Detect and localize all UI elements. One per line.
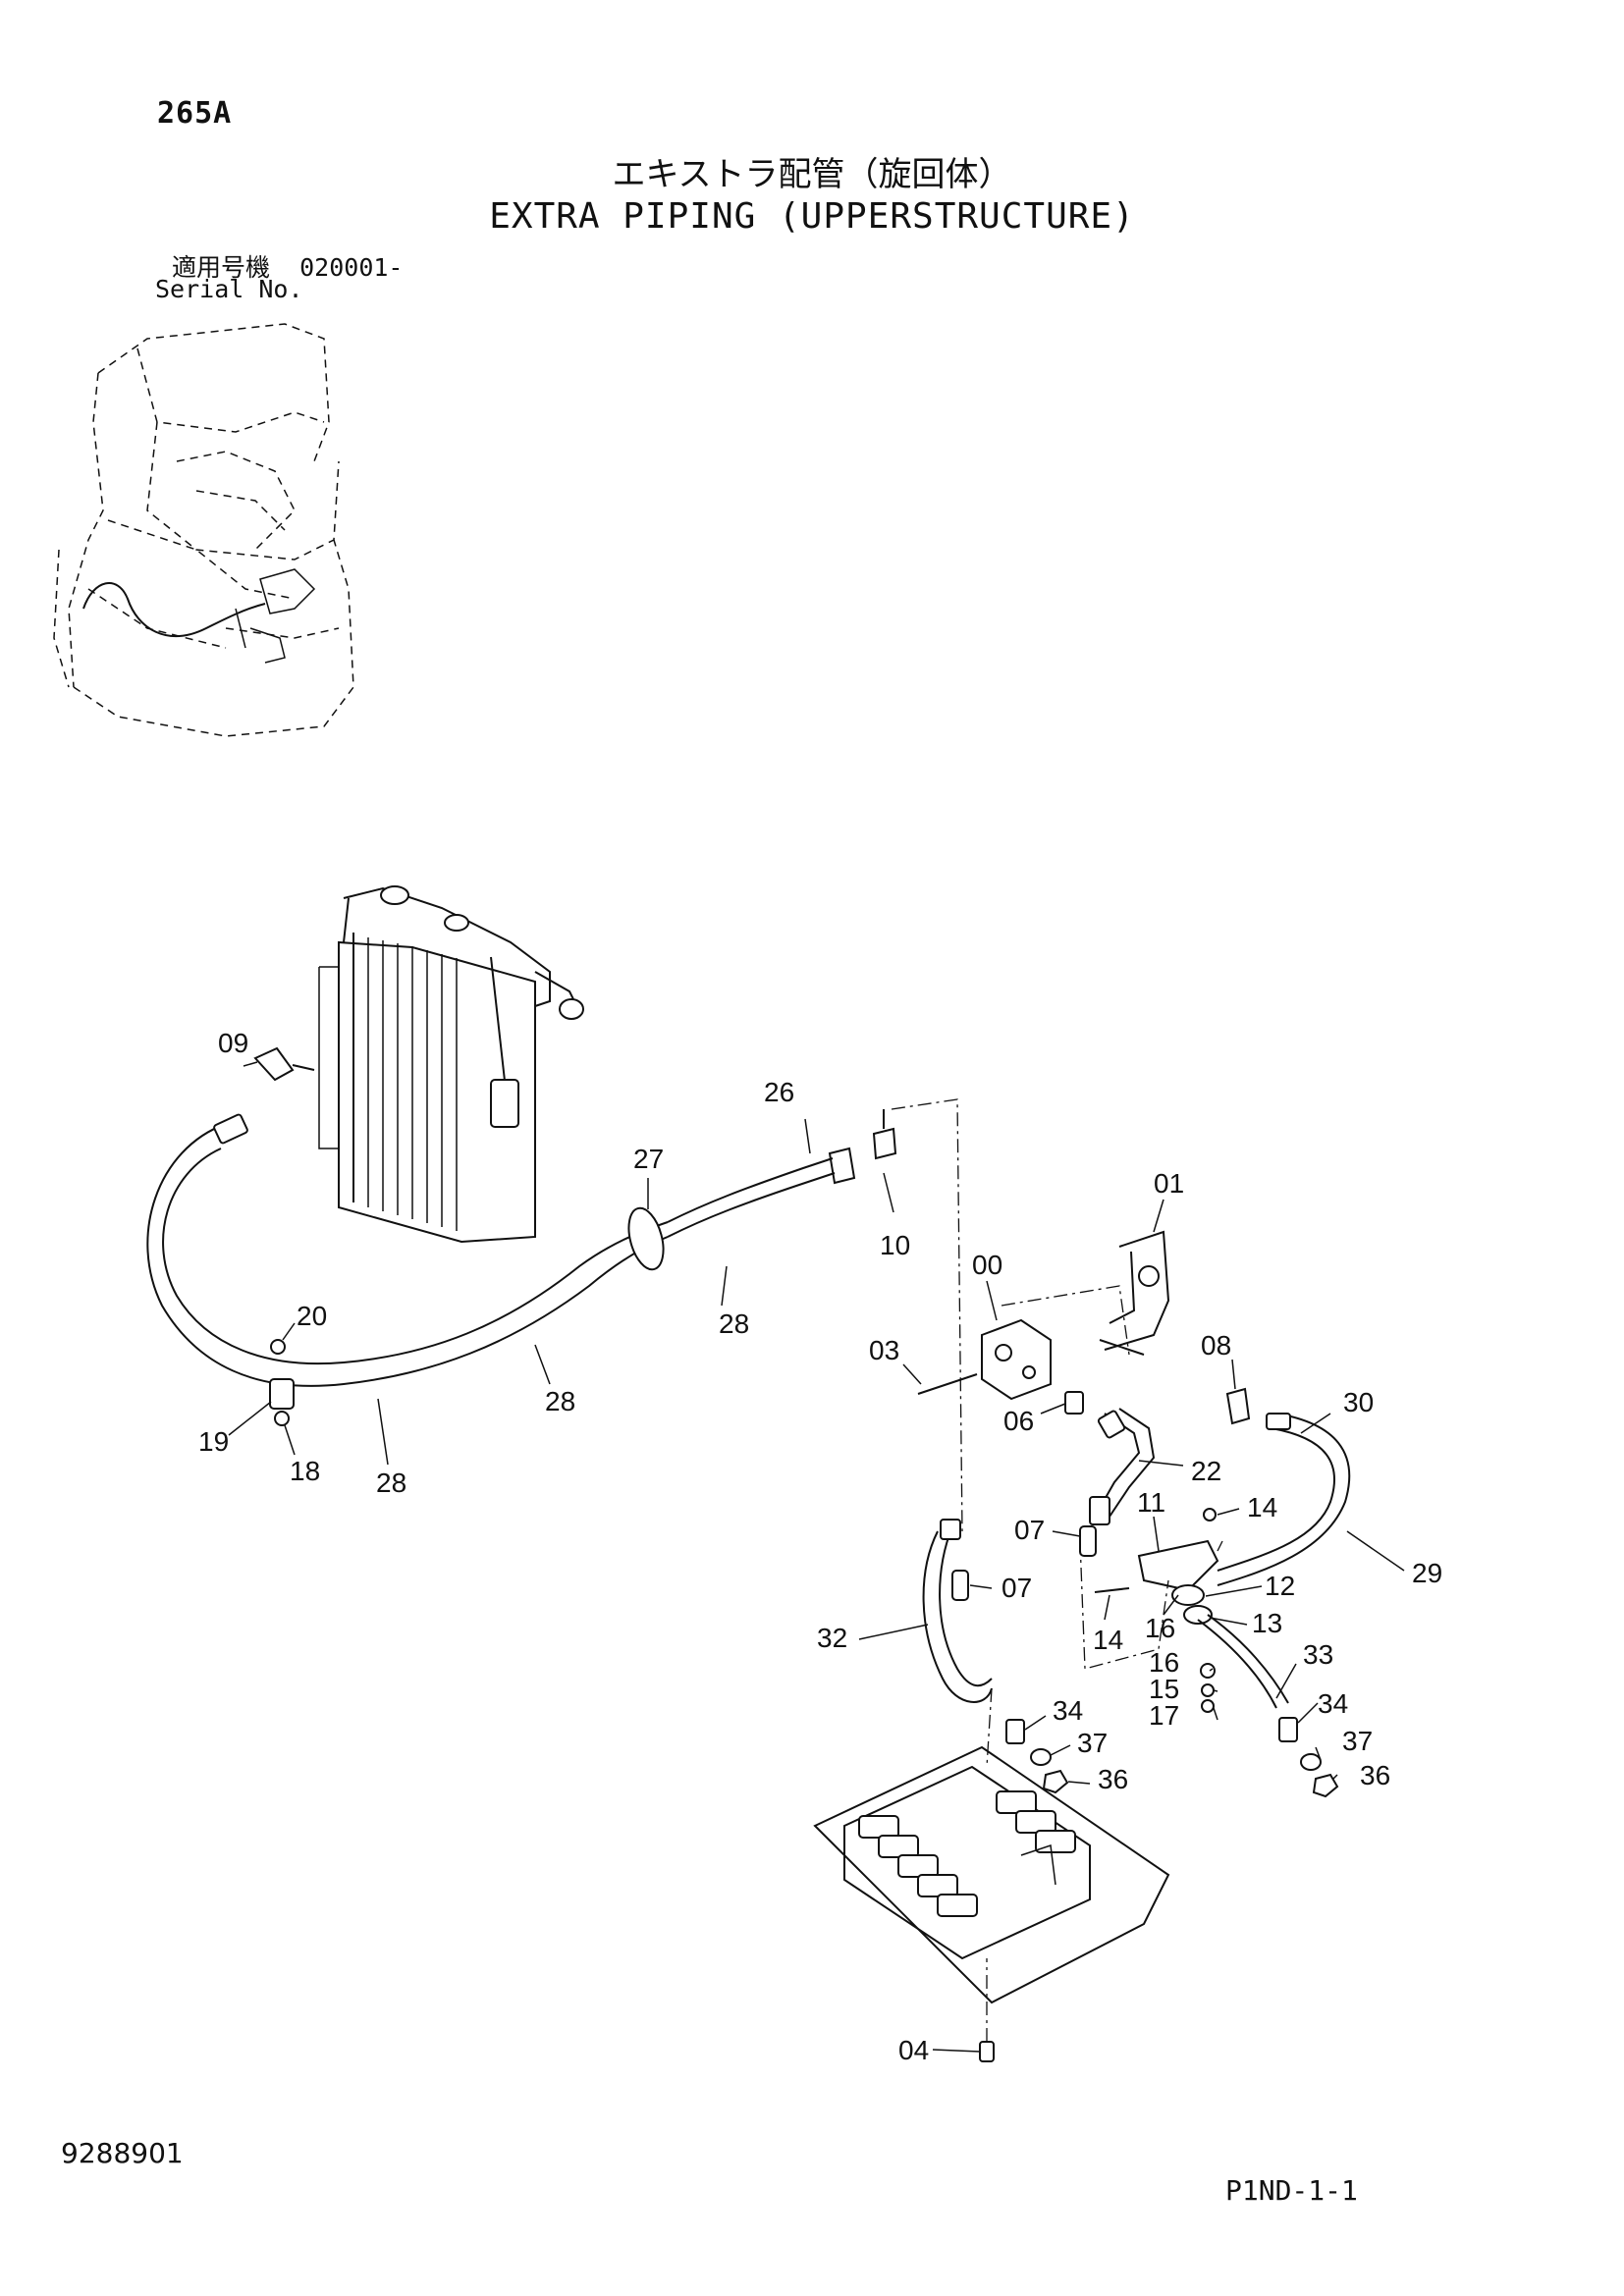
title-japanese: エキストラ配管（旋回体） [612, 155, 1012, 194]
callout-28-lower: 28 [376, 1468, 406, 1498]
serial-label-japanese: 適用号機 020001- [172, 248, 403, 284]
callout-28-upper: 28 [719, 1308, 749, 1339]
washers-15-16-17 [1200, 1663, 1216, 1713]
callout-20: 20 [297, 1301, 327, 1331]
callout-06: 06 [1003, 1406, 1034, 1436]
serial-label-jp-text: 適用号機 [172, 253, 271, 282]
callout-16-mid: 16 [1145, 1613, 1175, 1643]
bolt-03 [917, 1373, 978, 1395]
callout-15: 15 [1149, 1674, 1179, 1704]
hose-33-inner [1207, 1614, 1289, 1704]
serial-label-english: Serial No. [155, 275, 303, 303]
callout-33: 33 [1303, 1639, 1333, 1670]
bolt-14-side [1094, 1587, 1130, 1593]
bolt-04 [979, 1958, 995, 2062]
callout-34-left: 34 [1053, 1695, 1083, 1726]
right-fittings-34-37-36 [1278, 1717, 1339, 1798]
callout-11: 11 [1137, 1487, 1165, 1518]
elbow-10 [872, 1098, 963, 1532]
hose-28 [146, 1113, 856, 1387]
callout-37-right: 37 [1342, 1726, 1373, 1756]
callout-16-lower: 16 [1149, 1647, 1179, 1678]
hose-clamp [269, 1339, 295, 1426]
callout-22: 22 [1191, 1456, 1221, 1486]
bracket-11 [1137, 1539, 1223, 1592]
callout-34-right: 34 [1318, 1688, 1348, 1719]
callout-14-side: 14 [1093, 1625, 1123, 1655]
callout-17: 17 [1149, 1700, 1179, 1731]
callout-03: 03 [869, 1335, 899, 1365]
left-fittings-34-37-36 [1005, 1719, 1069, 1794]
document-number: 9288901 [61, 2137, 184, 2169]
valve-block-00 [981, 1285, 1130, 1401]
page-code: 265A [157, 96, 233, 131]
fitting-06 [1064, 1391, 1084, 1415]
callout-09: 09 [218, 1028, 248, 1058]
callout-29: 29 [1412, 1558, 1442, 1588]
callout-12: 12 [1265, 1571, 1295, 1601]
pipe-22 [1089, 1408, 1156, 1525]
nipple-07-upper [1079, 1525, 1097, 1557]
callout-13: 13 [1252, 1608, 1282, 1638]
nipple-07-lower [951, 1570, 969, 1601]
callout-07-lower: 07 [1001, 1573, 1032, 1603]
spool-row [858, 1790, 1076, 1917]
callout-10: 10 [880, 1230, 910, 1260]
oil-cooler [318, 885, 584, 1244]
leader-lines [228, 1061, 1405, 2053]
fitting-12-13 [1171, 1584, 1213, 1625]
hose-29 [1217, 1413, 1351, 1586]
callout-14-top: 14 [1247, 1492, 1277, 1522]
elbow-08 [1225, 1387, 1251, 1425]
callout-labels: 09 26 27 10 01 00 08 20 28 28 28 03 06 3… [198, 1028, 1442, 2065]
bracket-01 [1099, 1230, 1170, 1356]
plate-code: P1ND-1-1 [1225, 2174, 1358, 2207]
callout-26: 26 [764, 1077, 794, 1107]
callout-28-middle: 28 [545, 1386, 575, 1416]
callout-37-left: 37 [1077, 1728, 1108, 1758]
callout-18: 18 [290, 1456, 320, 1486]
callout-36-right: 36 [1360, 1760, 1390, 1790]
title-english: EXTRA PIPING (UPPERSTRUCTURE) [489, 196, 1135, 237]
callout-19: 19 [198, 1426, 229, 1457]
callout-04: 04 [898, 2035, 929, 2065]
callout-00: 00 [972, 1250, 1002, 1280]
callout-36-left: 36 [1098, 1764, 1128, 1794]
cooler-fins [367, 937, 458, 1231]
callout-30: 30 [1343, 1387, 1374, 1417]
fitting-09 [253, 1046, 315, 1082]
hose-32 [922, 1519, 993, 1703]
hose-33 [1197, 1619, 1277, 1709]
control-valve [813, 1745, 1170, 2004]
callout-07-upper: 07 [1014, 1515, 1045, 1545]
bolt-14-top [1203, 1508, 1217, 1522]
callout-27: 27 [633, 1144, 664, 1174]
callout-32: 32 [817, 1623, 847, 1653]
machine-overview-sketch [53, 323, 354, 737]
callout-01: 01 [1154, 1168, 1184, 1199]
callout-08: 08 [1201, 1330, 1231, 1361]
serial-value: 020001- [299, 253, 404, 282]
